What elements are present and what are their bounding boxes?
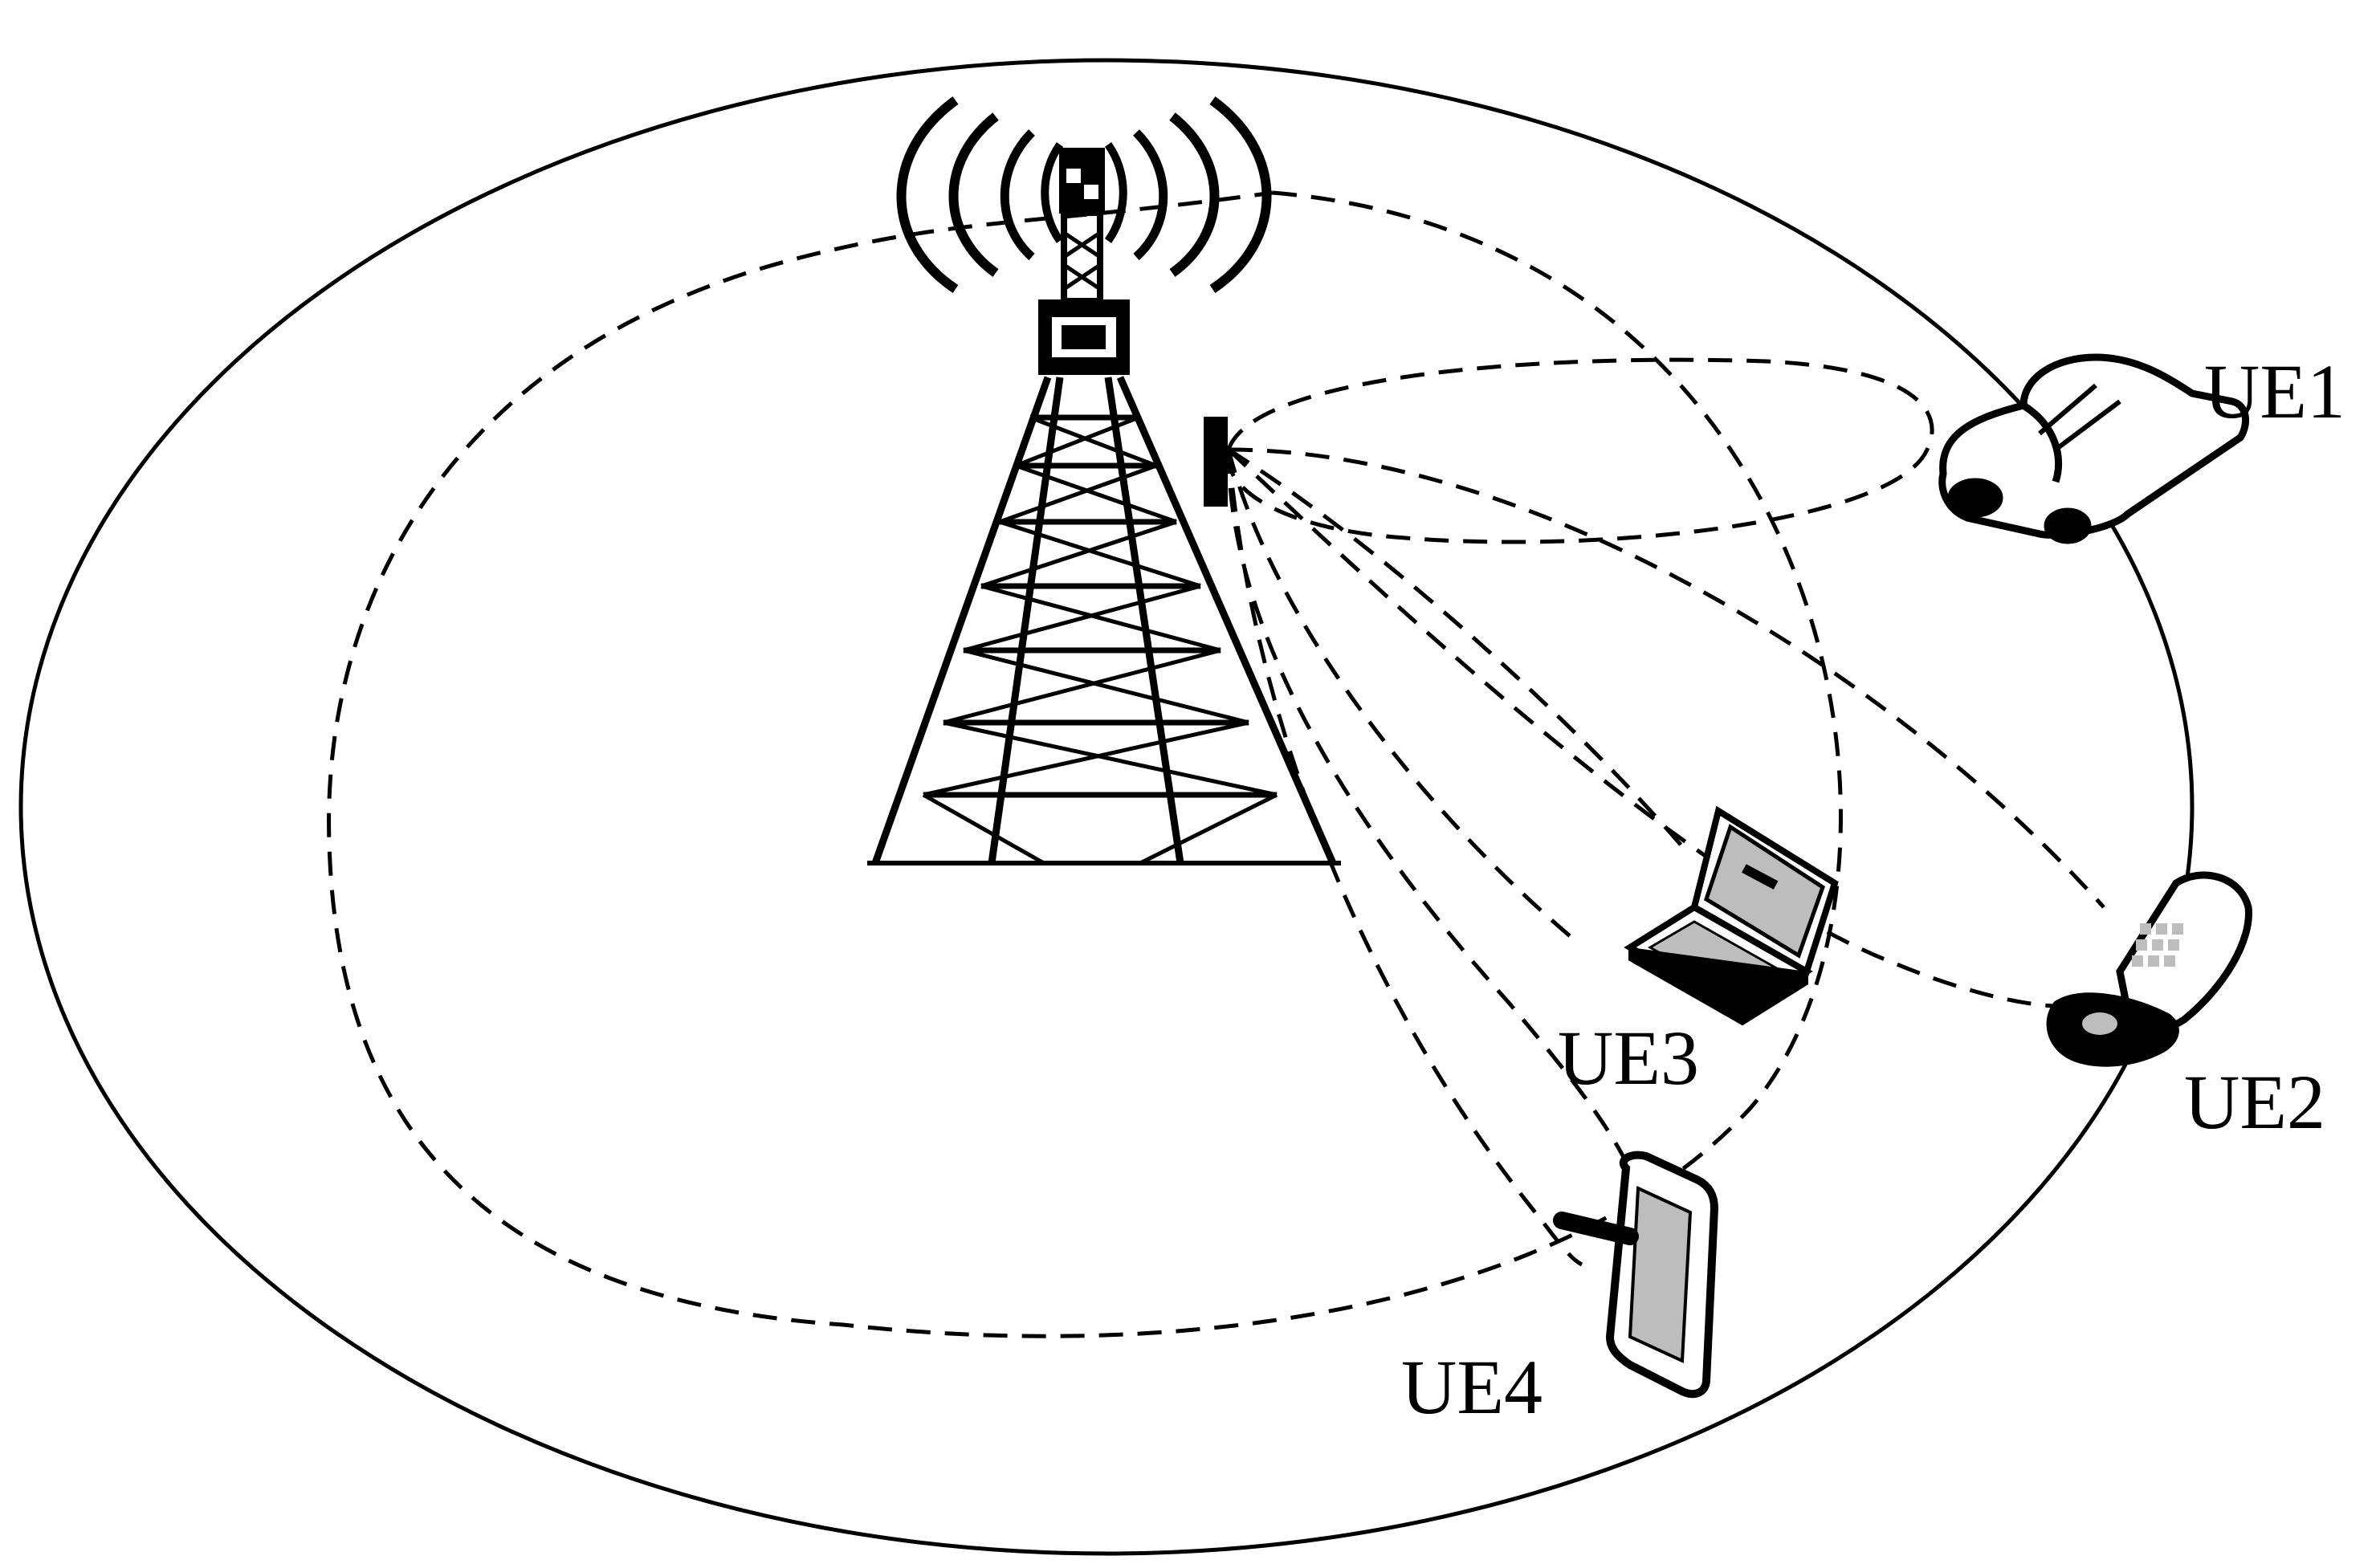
ue3-label: UE3 — [1558, 1015, 1699, 1101]
narrow-beams — [1225, 357, 2105, 1267]
ue4-label: UE4 — [1401, 1344, 1543, 1430]
cell-tower-icon — [867, 96, 1341, 865]
laptop-icon — [1624, 805, 1839, 1026]
beam-ue3 — [1226, 447, 1688, 941]
beam-ue4 — [1226, 449, 1648, 1267]
ue2-label: UE2 — [2184, 1059, 2325, 1145]
smartphone-icon — [1553, 1151, 1719, 1399]
cell-coverage-boundary — [18, 58, 2195, 1556]
beam-ue1 — [1225, 357, 1934, 544]
car-icon — [1938, 353, 2250, 544]
wide-beam-dashed — [327, 190, 1843, 1338]
flip-phone-icon — [2046, 871, 2252, 1067]
ue1-label: UE1 — [2204, 348, 2345, 434]
